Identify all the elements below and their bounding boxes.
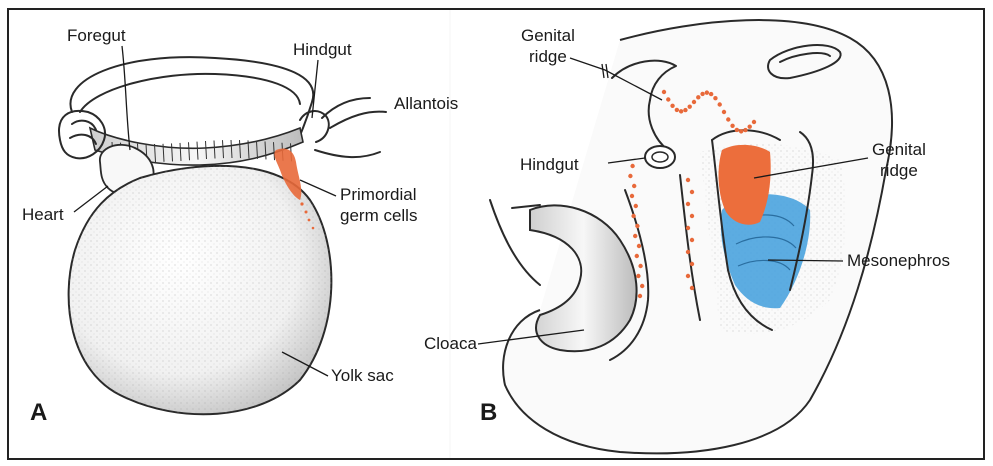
label-primordial-line1: Primordial bbox=[340, 185, 417, 204]
label-primordial-line2: germ cells bbox=[340, 206, 417, 225]
label-genital-ridge-left-line2: ridge bbox=[529, 47, 567, 66]
leader-foregut bbox=[122, 46, 130, 150]
hindgut-tube-b bbox=[645, 146, 675, 168]
label-foregut: Foregut bbox=[67, 26, 126, 45]
panel-b-drawing bbox=[490, 20, 892, 453]
panel-a-drawing bbox=[59, 57, 386, 414]
label-heart: Heart bbox=[22, 205, 64, 224]
panel-letter-b: B bbox=[480, 399, 497, 426]
label-yolk-sac: Yolk sac bbox=[331, 366, 394, 385]
label-genital-ridge-right-line2: ridge bbox=[880, 161, 918, 180]
label-cloaca: Cloaca bbox=[424, 334, 477, 353]
label-mesonephros: Mesonephros bbox=[847, 251, 950, 270]
panel-letter-a: A bbox=[30, 399, 47, 426]
label-genital-ridge-right-line1: Genital bbox=[872, 140, 926, 159]
label-genital-ridge-left-line1: Genital bbox=[521, 26, 575, 45]
label-hindgut-b: Hindgut bbox=[520, 155, 579, 174]
label-hindgut-a: Hindgut bbox=[293, 40, 352, 59]
label-allantois: Allantois bbox=[394, 94, 458, 113]
